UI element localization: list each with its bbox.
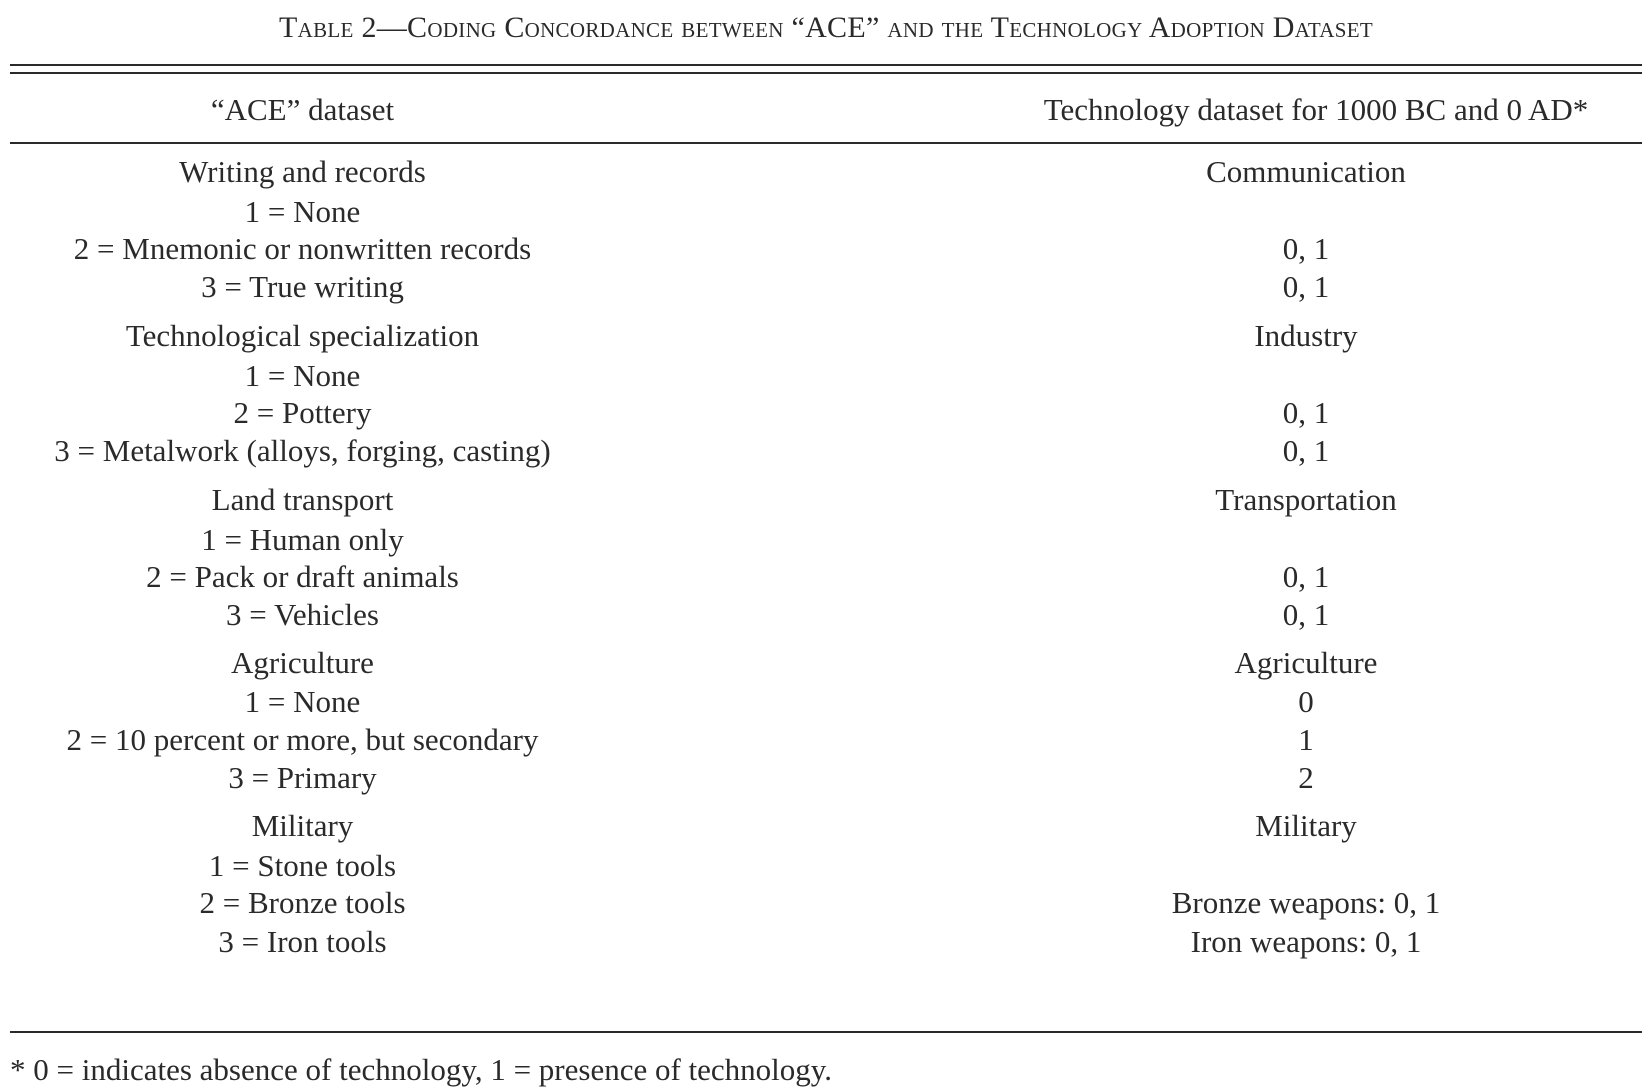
table-row: 2 = Pack or draft animals 0, 1: [10, 557, 1642, 597]
group-heading-left: Agriculture: [231, 645, 374, 680]
ace-code-cell: 3 = Iron tools: [218, 924, 387, 959]
header-ace-dataset: “ACE” dataset: [210, 92, 395, 127]
group-heading-left: Military: [251, 808, 354, 843]
technology-code-cell: 2: [1298, 760, 1314, 795]
group-heading-left: Technological specialization: [125, 318, 480, 353]
ace-code-cell: 1 = Human only: [201, 522, 404, 557]
technology-code-cell: 0, 1: [1282, 597, 1330, 632]
group-heading-right: Communication: [1206, 154, 1406, 189]
ace-code-cell: 3 = Primary: [228, 760, 377, 795]
technology-code-cell: Iron weapons: 0, 1: [1190, 924, 1422, 959]
top-rule-1: [10, 64, 1642, 66]
technology-code-cell: 0, 1: [1282, 231, 1330, 266]
group-heading-row: Technological specialization Industry: [10, 316, 1642, 356]
table-row: 2 = Pottery 0, 1: [10, 393, 1642, 433]
table-row: 1 = Stone tools: [10, 846, 1642, 886]
group-heading-right: Industry: [1254, 318, 1358, 353]
technology-code-cell: 0, 1: [1282, 433, 1330, 468]
table-title: Table 2—Coding Concordance between “ACE”…: [279, 11, 1373, 44]
group-heading-row: Land transport Transportation: [10, 480, 1642, 520]
ace-code-cell: 3 = Vehicles: [226, 597, 379, 632]
group-heading-left: Land transport: [211, 482, 394, 517]
table-row: 3 = Metalwork (alloys, forging, casting)…: [10, 431, 1642, 471]
technology-code-cell: 1: [1298, 722, 1314, 757]
technology-code-cell: 0, 1: [1282, 395, 1330, 430]
technology-code-cell: 0: [1298, 684, 1314, 719]
ace-code-cell: 3 = Metalwork (alloys, forging, casting): [54, 433, 551, 468]
ace-code-cell: 1 = None: [244, 358, 361, 393]
ace-code-cell: 1 = None: [244, 194, 361, 229]
table-row: 3 = Primary 2: [10, 758, 1642, 798]
table-row: 3 = True writing 0, 1: [10, 267, 1642, 307]
ace-code-cell: 1 = Stone tools: [208, 848, 397, 883]
table-row: 3 = Iron tools Iron weapons: 0, 1: [10, 922, 1642, 962]
top-rule-2: [10, 72, 1642, 74]
table-row: 2 = Bronze tools Bronze weapons: 0, 1: [10, 883, 1642, 923]
ace-code-cell: 3 = True writing: [201, 269, 404, 304]
header-technology-dataset: Technology dataset for 1000 BC and 0 AD*: [1043, 92, 1589, 127]
group-heading-left: Writing and records: [179, 154, 426, 189]
table-row: 1 = Human only: [10, 520, 1642, 560]
group-heading-right: Agriculture: [1234, 645, 1378, 680]
table-row: 1 = None: [10, 192, 1642, 232]
table-row: 3 = Vehicles 0, 1: [10, 595, 1642, 635]
table-row: 1 = None: [10, 356, 1642, 396]
ace-code-cell: 1 = None: [244, 684, 361, 719]
bottom-rule: [10, 1031, 1642, 1033]
table-body: Writing and records Communication 1 = No…: [10, 152, 1642, 1022]
ace-code-cell: 2 = 10 percent or more, but secondary: [66, 722, 539, 757]
group-heading-right: Military: [1255, 808, 1357, 843]
table-row: 2 = 10 percent or more, but secondary 1: [10, 720, 1642, 760]
table-row: 1 = None 0: [10, 682, 1642, 722]
header-rule: [10, 142, 1642, 144]
ace-code-cell: 2 = Bronze tools: [199, 885, 406, 920]
technology-code-cell: Bronze weapons: 0, 1: [1171, 885, 1441, 920]
group-heading-row: Agriculture Agriculture: [10, 643, 1642, 683]
group-heading-right: Transportation: [1215, 482, 1397, 517]
ace-code-cell: 2 = Pottery: [233, 395, 372, 430]
group-heading-row: Writing and records Communication: [10, 152, 1642, 192]
ace-code-cell: 2 = Mnemonic or nonwritten records: [73, 231, 532, 266]
table-header: “ACE” dataset Technology dataset for 100…: [10, 88, 1642, 132]
technology-code-cell: 0, 1: [1282, 559, 1330, 594]
ace-code-cell: 2 = Pack or draft animals: [146, 559, 459, 594]
technology-code-cell: 0, 1: [1282, 269, 1330, 304]
group-heading-row: Military Military: [10, 806, 1642, 846]
table-footnote: * 0 = indicates absence of technology, 1…: [10, 1052, 833, 1087]
table-row: 2 = Mnemonic or nonwritten records 0, 1: [10, 229, 1642, 269]
